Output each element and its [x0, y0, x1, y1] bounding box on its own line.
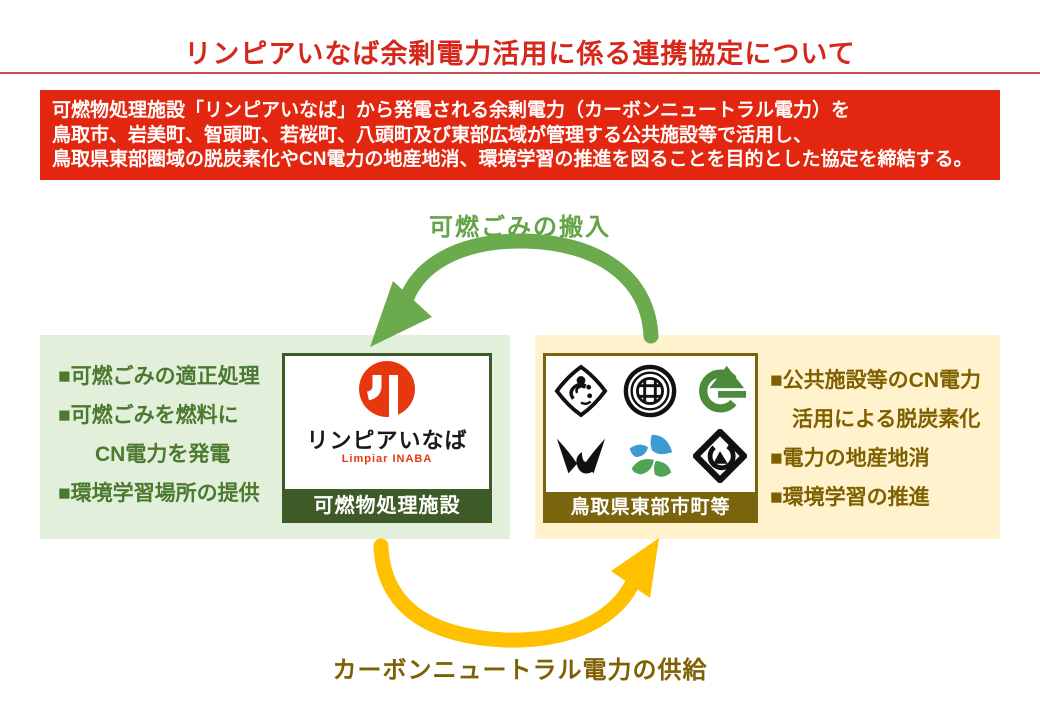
tottori-city-emblem-icon [554, 364, 608, 418]
benefit-item: CN電力を発電 [95, 443, 231, 466]
title-divider [0, 72, 1040, 74]
garbage-flow-arrow-icon [370, 233, 659, 347]
summary-line: 鳥取県東部圏域の脱炭素化やCN電力の地産地消、環境学習の推進を図ることを目的とし… [52, 149, 973, 170]
benefit-item: ■環境学習場所の提供 [58, 482, 260, 505]
iwami-town-emblem-icon [624, 364, 677, 418]
summary-line: 可燃物処理施設「リンピアいなば」から発電される余剰電力（カーボンニュートラル電力… [52, 100, 851, 121]
wakasa-town-emblem-icon [556, 438, 605, 474]
power-flow-arrow-icon [373, 538, 659, 648]
facility-logo-name-en: Limpiar INABA [341, 453, 433, 465]
benefit-item: ■公共施設等のCN電力 [770, 369, 982, 392]
municipal-seals-grid [546, 356, 755, 489]
summary-line: 鳥取市、岩美町、智頭町、若桜町、八頭町及び東部広域が管理する公共施設等で活用し、 [52, 124, 813, 146]
power-flow-label: カーボンニュートラル電力の供給 [332, 657, 708, 684]
benefit-item: 活用による脱炭素化 [792, 408, 981, 431]
page-title: リンピアいなば余剰電力活用に係る連携協定について [184, 39, 856, 69]
facility-card-caption: 可燃物処理施設 [282, 489, 492, 523]
limpiar-inaba-logo-icon [359, 361, 415, 426]
benefit-item: ■電力の地産地消 [770, 447, 930, 470]
tobu-koiki-emblem-icon [693, 429, 748, 484]
chizu-town-emblem-icon [699, 365, 747, 413]
summary-banner: 可燃物処理施設「リンピアいなば」から発電される余剰電力（カーボンニュートラル電力… [40, 90, 1000, 180]
garbage-flow-label: 可燃ごみの搬入 [429, 214, 611, 241]
benefit-item: ■可燃ごみを燃料に [58, 404, 239, 427]
municipal-card: 鳥取県東部市町等 [543, 353, 758, 523]
benefit-item: ■可燃ごみの適正処理 [58, 365, 260, 388]
facility-logo-name: リンピアいなば [306, 428, 468, 453]
municipal-card-caption: 鳥取県東部市町等 [543, 492, 758, 523]
facility-card: リンピアいなば Limpiar INABA 可燃物処理施設 [282, 353, 492, 523]
yazu-town-emblem-icon [630, 435, 673, 478]
benefit-item: ■環境学習の推進 [770, 486, 930, 509]
